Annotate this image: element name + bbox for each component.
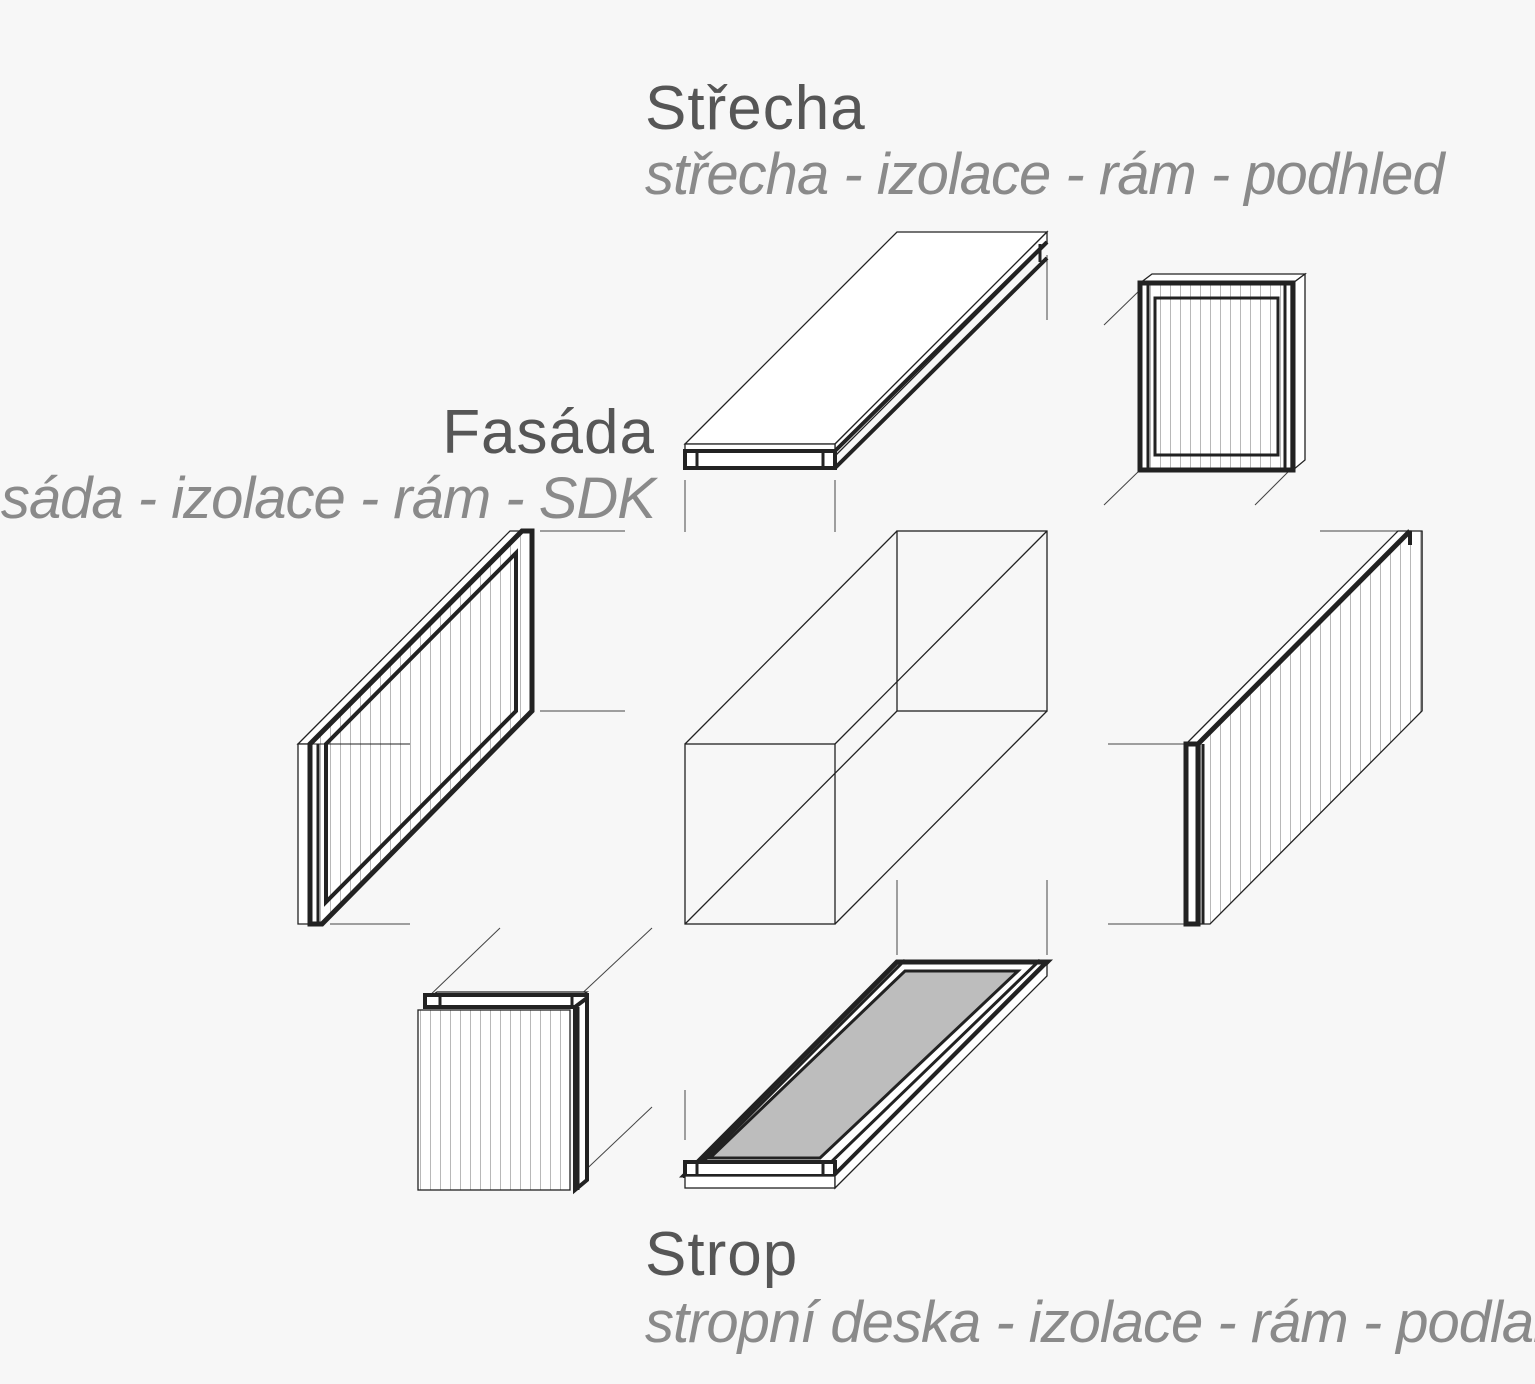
facade-layers-caption: fasáda - izolace - rám - SDK [0, 466, 656, 531]
floor-panel [678, 958, 1054, 1190]
roof-panel [683, 230, 1049, 470]
roof-title: Střecha [645, 74, 866, 143]
central-box-wireframe [684, 530, 1048, 925]
front-wall-panel [417, 991, 590, 1195]
floor-layers-caption: stropní deska - izolace - rám - podlaha [645, 1290, 1535, 1355]
facade-title: Fasáda [442, 398, 655, 467]
back-wall-panel [1137, 272, 1307, 473]
facade-wall-left [296, 528, 535, 927]
roof-layers-caption: střecha - izolace - rám - podhled [645, 142, 1445, 207]
floor-title: Strop [645, 1220, 799, 1289]
facade-wall-right [1183, 529, 1423, 927]
